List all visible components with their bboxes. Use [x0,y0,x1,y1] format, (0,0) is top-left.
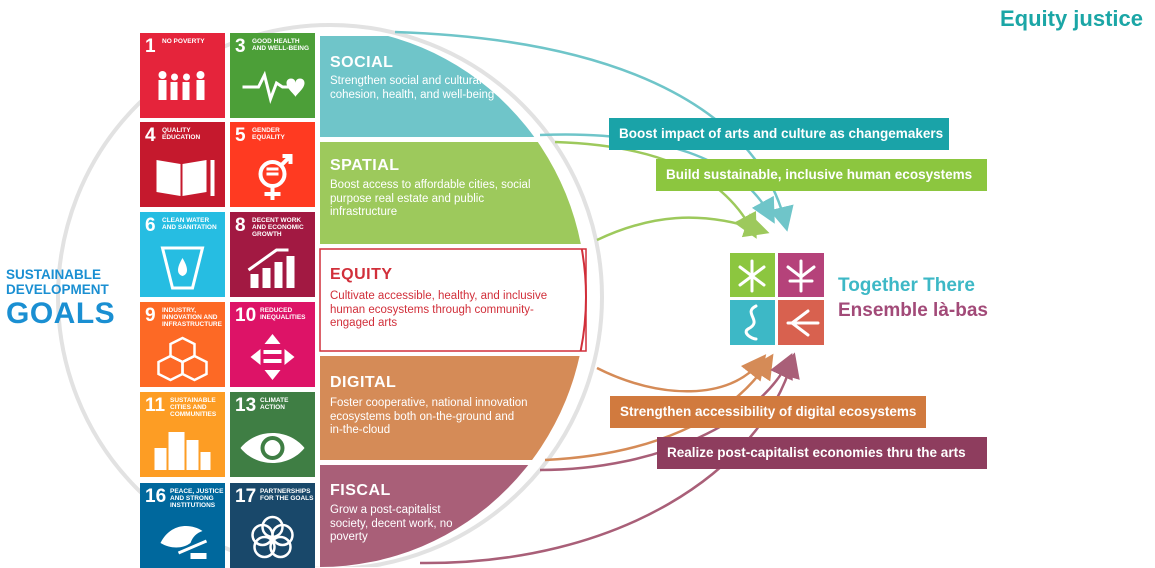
family-icon [158,71,205,100]
sdg-tile-label: GENDER EQUALITY [252,127,285,141]
sdg-tile-label: CLEAN WATER AND SANITATION [162,217,217,231]
banner-arts-changemakers: Boost impact of arts and culture as chan… [609,118,949,150]
gender-icon [258,154,293,200]
sdg-title-line2: DEVELOPMENT [6,281,109,297]
heartbeat-icon [242,70,305,105]
sdg-tile-number: 13 [235,395,257,416]
growth-chart-icon [247,248,295,288]
segment-digital-shape [320,356,580,460]
segment-social-shape [320,36,535,137]
segment-social-desc: Strengthen social and cultural cohesion,… [330,75,495,101]
rings-icon [251,515,294,559]
segment-equity-desc: Cultivate accessible, healthy, and inclu… [330,290,548,329]
arrow-social [539,133,775,224]
water-icon [160,246,205,290]
sdg-tile-label: PEACE, JUSTICE AND STRONG INSTITUTIONS [170,488,224,509]
segment-spatial-shape [320,142,581,244]
sdg-tile-5: 5 GENDER EQUALITY [230,122,315,207]
sdg-tile-number: 4 [145,125,156,146]
arrow-digital-2 [544,353,774,462]
together-there-name-en: Together There [838,275,975,296]
sdg-tile-4: 4 QUALITY EDUCATION [140,122,225,207]
segment-fiscal-title: FISCAL [330,482,391,499]
sdg-tile-number: 9 [145,305,156,326]
sdg-title: SUSTAINABLE DEVELOPMENT [6,267,124,297]
segment-fiscal-shape [320,465,529,567]
sdg-tile-number: 5 [235,125,246,146]
eye-globe-icon [240,433,305,463]
equality-icon [250,334,295,380]
segment-digital-title: DIGITAL [330,374,397,391]
sdg-tile-number: 10 [235,305,257,326]
sdg-tile-label: GOOD HEALTH AND WELL-BEING [252,38,310,52]
segment-fiscal-desc: Grow a post-capitalist society, decent w… [330,504,453,543]
book-icon [156,160,215,196]
sdg-tile-label: REDUCED INEQUALITIES [260,307,306,321]
dove-icon [160,526,208,559]
sdg-tile-number: 6 [145,215,156,236]
sdg-goals-word: GOALS [6,297,116,330]
page-title: Equity justice [999,6,1143,31]
sdg-tile-label: CLIMATE ACTION [260,397,289,411]
city-icon [154,432,211,470]
sdg-tile-label: SUSTAINABLE CITIES AND COMMUNITIES [170,397,217,418]
banner-human-ecosystems: Build sustainable, inclusive human ecosy… [656,159,987,191]
outer-circle [56,23,604,567]
sdg-tile-label: QUALITY EDUCATION [162,127,201,141]
sdg-tile-1: 1 NO POVERTY [140,33,225,118]
sdg-tile-8: 8 DECENT WORK AND ECONOMIC GROWTH [230,212,315,297]
sdg-tile-number: 16 [145,486,167,507]
together-there-name-fr: Ensemble là-bas [838,300,988,321]
sdg-tile-3: 3 GOOD HEALTH AND WELL-BEING [230,33,315,118]
sdg-tile-6: 6 CLEAN WATER AND SANITATION [140,212,225,297]
banner-digital-ecosystems: Strengthen accessibility of digital ecos… [610,396,926,428]
sdg-tile-number: 17 [235,486,257,507]
banner-post-capitalist: Realize post-capitalist economies thru t… [657,437,987,469]
sdg-tile-number: 8 [235,215,246,236]
sdg-tile-label: PARTNERSHIPS FOR THE GOALS [260,488,314,502]
arrow-digital-1 [596,354,767,393]
sdg-title-line1: SUSTAINABLE [6,267,102,282]
sdg-tile-number: 3 [235,36,246,57]
arrow-spatial-2 [596,213,770,242]
sdg-tile-number: 11 [145,395,166,416]
sdg-tile-9: 9 INDUSTRY, INNOVATION AND INFRASTRUCTURE [140,302,225,387]
together-there-logo-icon [730,253,824,345]
cubes-icon [157,336,208,382]
sdg-tile-number: 1 [145,36,156,57]
segment-spatial-desc: Boost access to affordable cities, socia… [330,179,531,218]
sdg-tile-label: NO POVERTY [162,38,205,45]
segment-digital-desc: Foster cooperative, national innovation … [330,397,528,436]
segment-social-title: SOCIAL [330,54,394,71]
sdg-tile-label: DECENT WORK AND ECONOMIC GROWTH [252,217,304,238]
segment-spatial-title: SPATIAL [330,157,400,174]
segment-equity-title: EQUITY [330,266,393,283]
sdg-tile-label: INDUSTRY, INNOVATION AND INFRASTRUCTURE [162,307,222,328]
